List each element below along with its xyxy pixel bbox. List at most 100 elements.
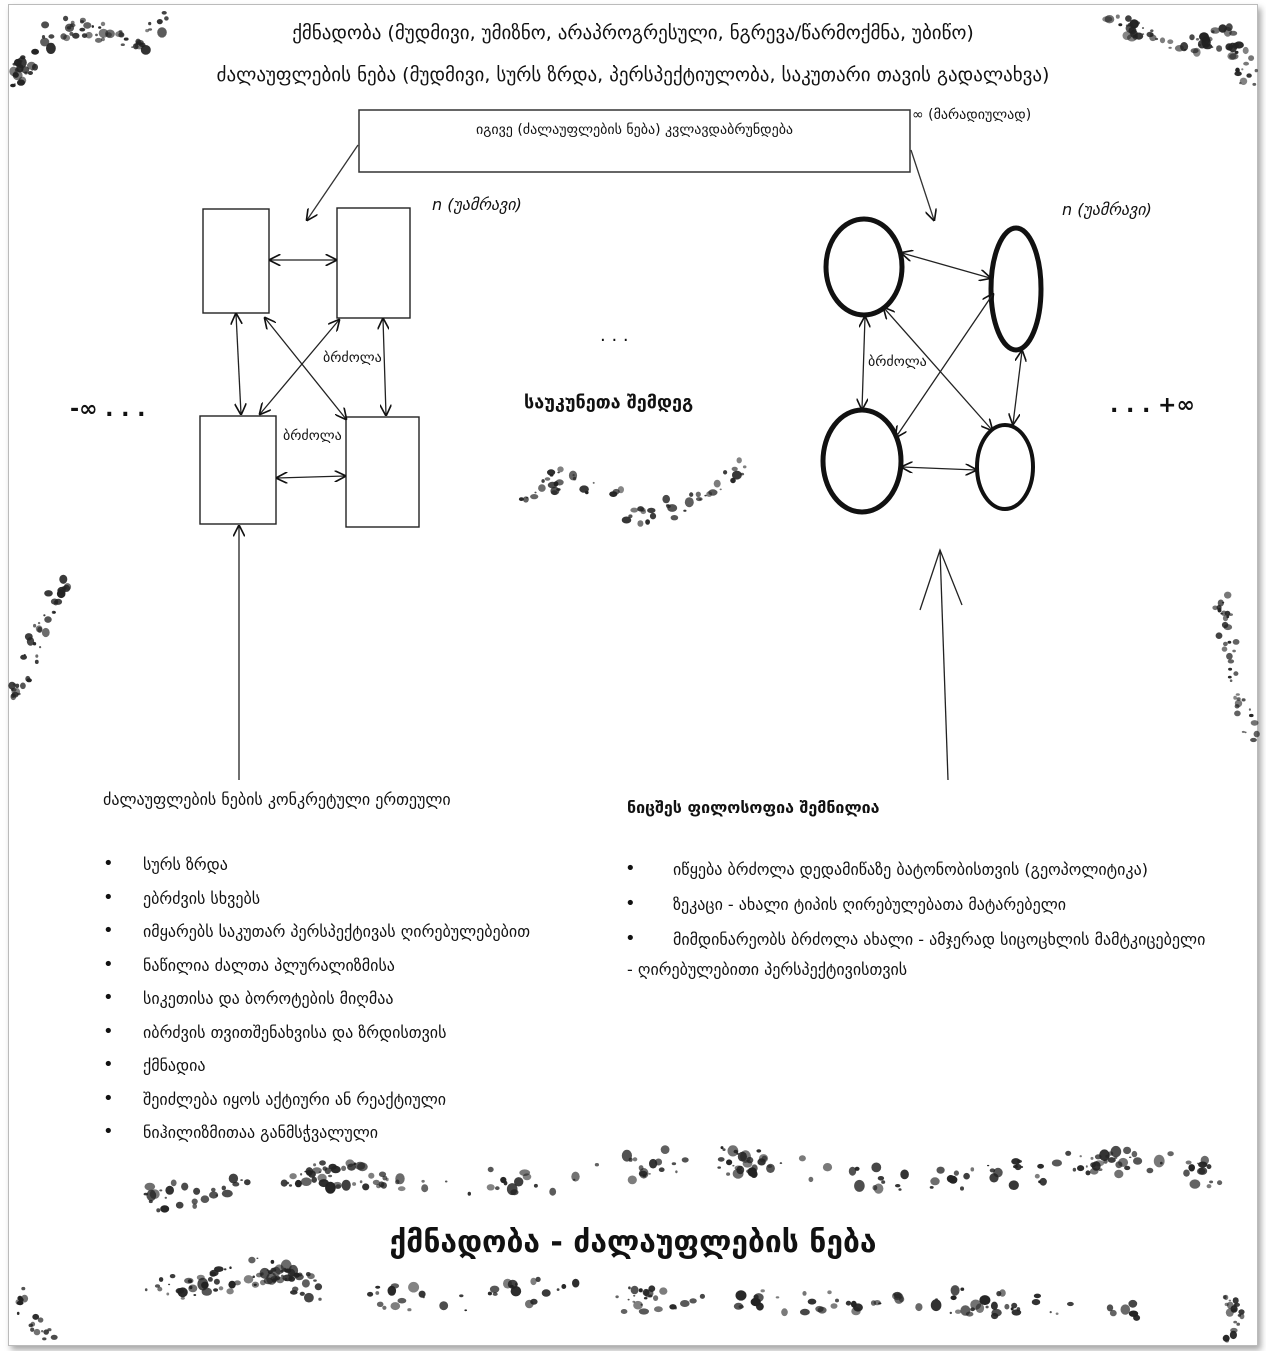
paint-dot [930, 1177, 940, 1186]
paint-dot [59, 574, 68, 584]
paint-dot [145, 29, 150, 33]
paint-dot [530, 1277, 537, 1286]
paint-dot [953, 1170, 960, 1176]
paint-dot [1241, 730, 1245, 733]
paint-dot [1217, 599, 1224, 607]
paint-dot [1248, 708, 1251, 711]
paint-dot [689, 1298, 697, 1304]
paint-dot [1221, 646, 1228, 652]
paint-dot [1159, 37, 1166, 44]
paint-dot [572, 1278, 580, 1288]
paint-dot [835, 1298, 839, 1303]
paint-dot [266, 1272, 277, 1285]
paint-dot [683, 509, 687, 512]
paint-dot [1011, 1309, 1022, 1316]
paint-dot [188, 1284, 198, 1293]
paint-dot [166, 1292, 170, 1296]
paint-dot [506, 1183, 518, 1196]
paint-dot [43, 1329, 49, 1335]
paint-dot [633, 1295, 636, 1297]
paint-dot [681, 1157, 689, 1163]
paint-dot [85, 31, 93, 39]
paint-dot [535, 1276, 541, 1282]
paint-dot [898, 1188, 902, 1191]
paint-dot [43, 614, 46, 617]
footer-title: ქმნადობა - ძალაუფლების ნება [389, 1225, 877, 1260]
paint-splatters [8, 11, 1260, 1343]
paint-dot [929, 1186, 934, 1189]
paint-dot [800, 1308, 810, 1316]
paint-dot [1072, 1167, 1077, 1172]
paint-dot [1016, 1159, 1023, 1163]
paint-dot [525, 496, 529, 499]
paint-dot [341, 1165, 347, 1172]
paint-dot [407, 1308, 412, 1312]
paint-dot [304, 1292, 314, 1303]
paint-dot [658, 1167, 665, 1172]
paint-dot [248, 1256, 256, 1264]
paint-dot [633, 1300, 643, 1310]
left-struggle-label-1: ბრძოლა [323, 350, 382, 366]
paint-dot [612, 488, 620, 495]
paint-dot [871, 1162, 882, 1173]
paint-dot [300, 1177, 312, 1186]
paint-dot [1195, 38, 1200, 41]
paint-dot [34, 50, 37, 54]
recurrence-box [358, 109, 911, 173]
paint-dot [549, 1187, 557, 1196]
paint-dot [960, 1186, 964, 1191]
paint-dot [287, 1268, 296, 1278]
paint-dot [193, 1294, 197, 1296]
paint-dot [1013, 1165, 1018, 1169]
paint-dot [495, 1186, 500, 1191]
paint-dot [1222, 615, 1229, 622]
right-struggle-label: ბრძოლა [868, 354, 927, 370]
list-item: •სიკეთისა და ბოროტების მიღმაა [103, 987, 394, 1008]
paint-dot [1233, 671, 1239, 676]
paint-dot [696, 497, 703, 502]
paint-dot [1104, 15, 1115, 24]
paint-dot [325, 1181, 336, 1194]
paint-dot [37, 626, 43, 633]
paint-dot [734, 1165, 743, 1171]
paint-dot [318, 1297, 322, 1301]
paint-dot [100, 21, 106, 27]
paint-dot [274, 1275, 281, 1281]
paint-dot [1237, 1314, 1242, 1317]
list-item: •ებრძვის სხვებს [103, 886, 261, 908]
paint-dot [286, 1181, 290, 1185]
paint-dot [154, 1284, 161, 1288]
paint-dot [1239, 82, 1242, 85]
paint-dot [72, 32, 80, 39]
paint-dot [1153, 1154, 1165, 1168]
paint-dot [1184, 49, 1186, 51]
paint-dot [181, 1182, 189, 1191]
paint-dot [1229, 1330, 1237, 1340]
paint-dot [999, 1289, 1006, 1297]
paint-dot [556, 1288, 560, 1291]
paint-dot [1226, 652, 1233, 660]
paint-dot [1222, 1334, 1230, 1342]
paint-dot [935, 1298, 938, 1301]
centuries-later: საუკუნეთა შემდეგ [524, 392, 694, 413]
paint-dot [191, 1198, 198, 1205]
paint-dot [877, 1176, 885, 1181]
paint-dot [1230, 1327, 1238, 1333]
paint-dot [44, 616, 52, 623]
list-item: •ქმნადია [103, 1054, 206, 1075]
paint-dot [1211, 30, 1215, 34]
paint-dot [930, 1299, 942, 1312]
paint-dot [955, 1309, 962, 1314]
paint-dot [165, 1185, 174, 1195]
paint-dot [878, 1302, 882, 1305]
paint-dot [639, 1168, 649, 1179]
paint-dot [1128, 1310, 1139, 1317]
paint-dot [638, 1308, 650, 1315]
paint-dot [640, 1303, 643, 1306]
paint-dot [684, 497, 694, 508]
recurrence-arrow-right [910, 149, 934, 220]
paint-dot [1039, 1177, 1047, 1186]
paint-dot [660, 1145, 670, 1154]
paint-dot [1232, 649, 1236, 653]
paint-dot [628, 514, 633, 518]
